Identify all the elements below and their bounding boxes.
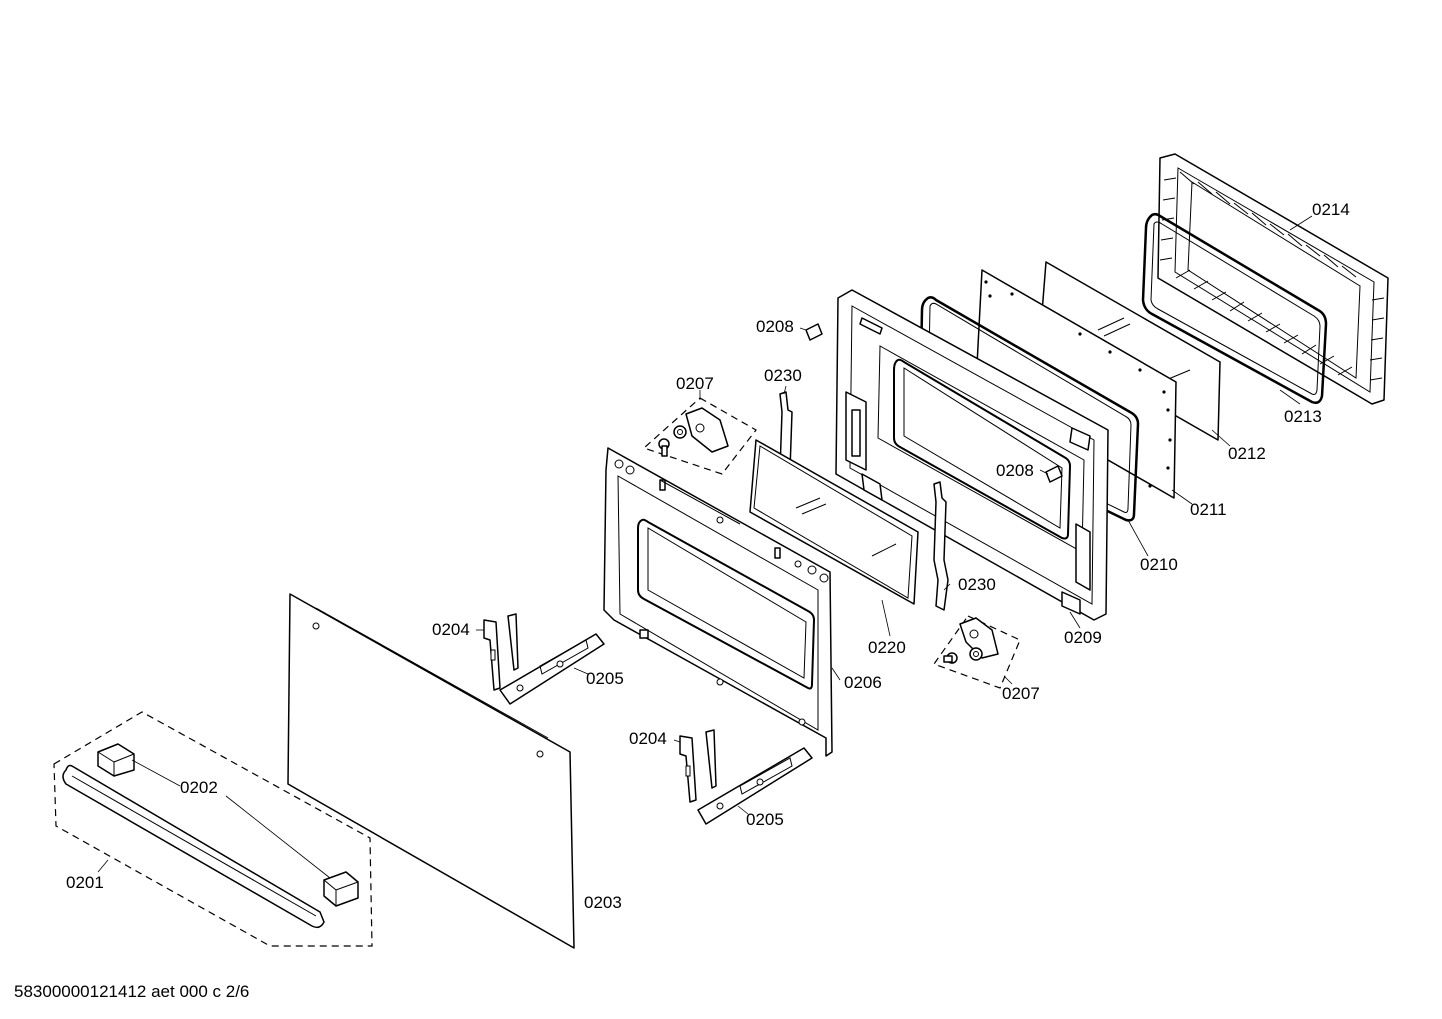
leader-lines: [97, 215, 1313, 879]
label-0204-top: 0204: [432, 620, 470, 639]
part-0204-hinge-bracket-bottom: [679, 735, 697, 803]
label-0209: 0209: [1064, 628, 1102, 647]
label-0203: 0203: [584, 893, 622, 912]
label-0206: 0206: [844, 673, 882, 692]
label-0214: 0214: [1312, 200, 1350, 219]
part-0202-handle-mount-right: [323, 871, 359, 907]
part-0214-frame: [1157, 153, 1389, 405]
label-0230-top: 0230: [764, 366, 802, 385]
label-0207-bottom: 0207: [1002, 684, 1040, 703]
label-0207-top: 0207: [676, 374, 714, 393]
part-0213-gasket: [1141, 212, 1328, 404]
label-0220: 0220: [868, 638, 906, 657]
label-0208-middle: 0208: [996, 461, 1034, 480]
part-0201-handle-kit: [53, 711, 373, 947]
label-0213: 0213: [1284, 407, 1322, 426]
label-0201: 0201: [66, 873, 104, 892]
part-0220-glass: [749, 439, 919, 605]
part-0211-glass-sheet: [975, 269, 1177, 499]
label-0208-top: 0208: [756, 317, 794, 336]
part-0204-hinge-bracket-top: [483, 619, 501, 691]
label-0205-bottom: 0205: [746, 810, 784, 829]
part-0208-clip-top: [805, 323, 823, 341]
part-0208-clip-middle: [1045, 465, 1063, 483]
part-0207-hinge-kit-top: [642, 397, 757, 475]
label-0210: 0210: [1140, 555, 1178, 574]
label-0212: 0212: [1228, 444, 1266, 463]
label-0204-bottom: 0204: [629, 729, 667, 748]
part-0205-hinge-arm-bottom: [697, 729, 813, 825]
part-0207-hinge-kit-bottom: [933, 615, 1021, 689]
part-0205-hinge-arm-top: [499, 613, 605, 705]
part-0230-strap-bottom: [933, 481, 949, 611]
part-0203-front-panel: [287, 593, 575, 949]
document-reference: 58300000121412 aet 000 c 2/6: [14, 982, 250, 1001]
label-0230-bottom: 0230: [958, 575, 996, 594]
label-0205-top: 0205: [586, 669, 624, 688]
part-0202-handle-mount-left: [97, 743, 135, 777]
label-0202: 0202: [180, 778, 218, 797]
part-0206-door-frame: [603, 447, 833, 757]
label-0211: 0211: [1190, 500, 1227, 519]
part-0209-inner-door: [835, 289, 1109, 621]
